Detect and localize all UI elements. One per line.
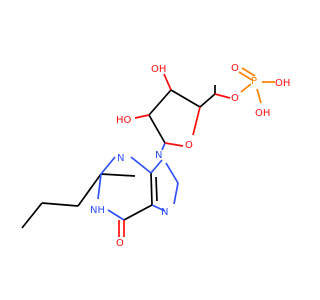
bond-n7-c5 (151, 204, 166, 212)
bond-c2-c3 (148, 89, 172, 116)
bond-c8-n7 (173, 182, 179, 205)
molecule-structure-diagram: OH HO O O P O OH OH N N N NH O (21, 63, 290, 249)
label-n3: N (117, 153, 124, 164)
nitrogen-bonds (97, 142, 179, 221)
bond-n9-c8 (165, 162, 179, 184)
bond-propyl-3 (77, 173, 102, 207)
bond-c4-c5 (150, 172, 153, 206)
bond-c3-c4 (170, 89, 201, 108)
label-p: P (251, 76, 257, 87)
bond-c2-n1 (97, 173, 102, 200)
label-n7: N (161, 207, 168, 218)
bond-propyl-4 (100, 173, 136, 177)
label-p-oh-right: OH (275, 78, 290, 89)
bond-o-p (240, 83, 252, 93)
bond-c4-c5prime (199, 93, 216, 108)
bond-p-oh-bottom (256, 88, 262, 104)
label-ester-o: O (231, 93, 239, 104)
label-p-oh-bottom: OH (255, 108, 270, 119)
bond-c4-ring-o (192, 106, 201, 136)
bond-c1-c2 (148, 114, 166, 144)
label-ring-o: O (185, 140, 193, 151)
label-oh-c3: OH (151, 64, 166, 75)
label-n9: N (155, 150, 162, 161)
bond-c2-n3 (100, 156, 116, 175)
bond-c2-oh (134, 114, 150, 119)
bond-ring-o-c1 (164, 142, 184, 147)
bond-c3-oh (163, 73, 172, 91)
bond-c5prime-o (214, 93, 231, 99)
oxygen-bonds (118, 73, 231, 237)
atom-labels: OH HO O O P O OH OH N N N NH O (90, 63, 290, 249)
label-o6: O (116, 238, 124, 249)
bond-propyl-2 (41, 202, 79, 207)
bond-n3-c4 (130, 156, 152, 174)
label-n1h: NH (90, 205, 105, 216)
bond-c4-c5-inner (155, 176, 158, 202)
carbon-bonds (21, 85, 216, 229)
label-ho-c2: HO (116, 115, 132, 126)
bond-propyl-1 (21, 202, 43, 229)
label-p-o-top: O (231, 63, 239, 74)
phosphate-bonds (238, 67, 275, 104)
bond-c4-n9 (150, 159, 163, 174)
bond-n1-c6 (107, 209, 125, 221)
bond-c5-c6 (123, 204, 153, 221)
bond-p-o-top-double (238, 71, 253, 81)
bond-n9-c1 (161, 142, 166, 151)
bond-p-o-top (241, 67, 256, 77)
